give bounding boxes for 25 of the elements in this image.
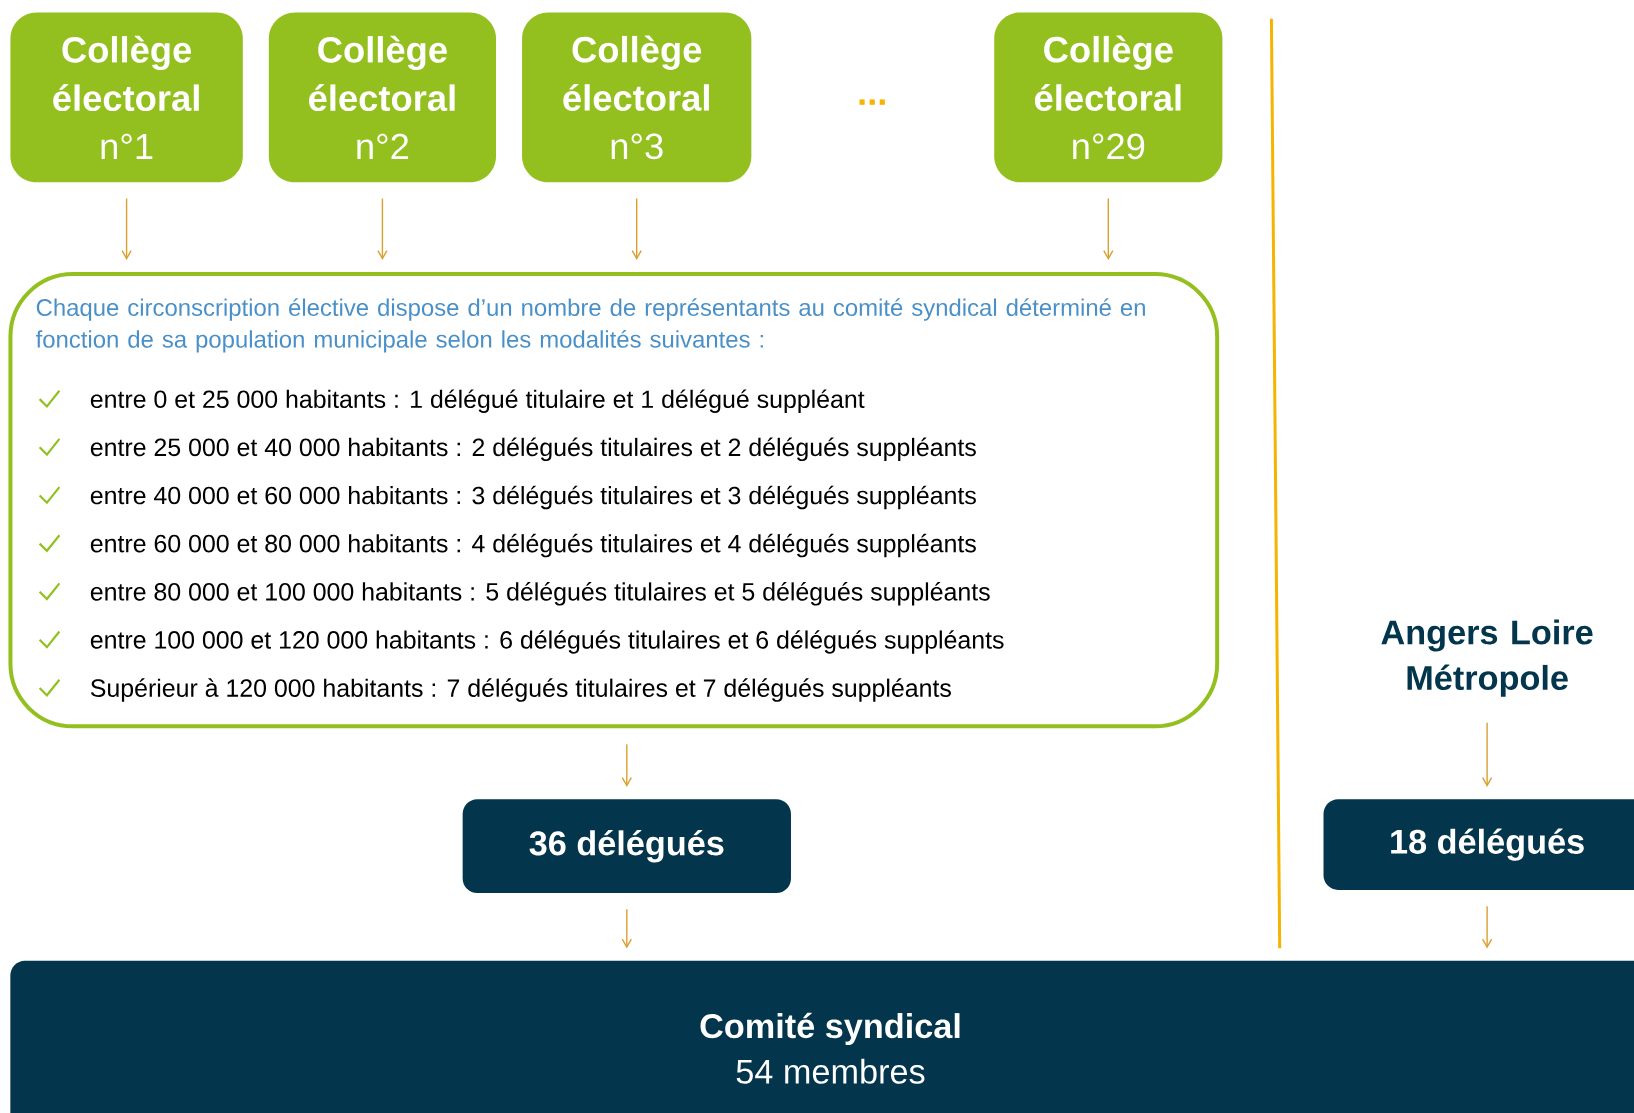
delegates-box: 36 délégués (462, 799, 791, 894)
arrow (1481, 905, 1493, 949)
list-item: entre 0 et 25 000 habitants : 1 délégué titulaire et 1 délégué suppléant (90, 389, 865, 413)
college-box: Collège électoral n°3 (522, 12, 752, 183)
list-item: entre 60 000 et 80 000 habitants : 4 délégués titulaires et 4 délégués suppléants (90, 533, 976, 558)
ellipsis-text: ... (859, 99, 885, 105)
arrow (1481, 722, 1493, 788)
arrow (1103, 197, 1114, 261)
list-item: entre 100 000 et 120 000 habitants : 6 délégués titulaires et 6 délégués suppléants (90, 630, 1004, 654)
arrow (121, 197, 132, 261)
college-box: Collège électoral n°2 (268, 12, 496, 183)
college-box: Collège électoral n°29 (994, 12, 1223, 183)
list-item: entre 80 000 et 100 000 habitants : 5 délégués titulaires et 5 délégués suppléants (90, 582, 990, 606)
list-item: entre 40 000 et 60 000 habitants : 3 délégués titulaires et 3 délégués suppléants (90, 485, 976, 510)
list-item: Supérieur à 120 000 habitants : 7 délégués titulaires et 7 délégués suppléants (90, 678, 951, 702)
delegates-box: Comité syndical 54 membres (10, 960, 1634, 1113)
title-text: Angers Loire Métropole (1381, 619, 1593, 697)
college-box: Collège électoral n°1 (10, 12, 243, 183)
delegates-box: 18 délégués (1323, 799, 1634, 890)
arrow (621, 908, 632, 949)
heading-text: Chaque circonscription élective dispose d’un nombre de représentants au comité syndical déterminé en fonction de sa population municipale selon les modalités suivantes : (35, 298, 1145, 353)
arrow (621, 743, 632, 788)
arrow (377, 197, 388, 261)
arrow (631, 197, 642, 261)
list-item: entre 25 000 et 40 000 habitants : 2 délégués titulaires et 2 délégués suppléants (90, 437, 976, 462)
